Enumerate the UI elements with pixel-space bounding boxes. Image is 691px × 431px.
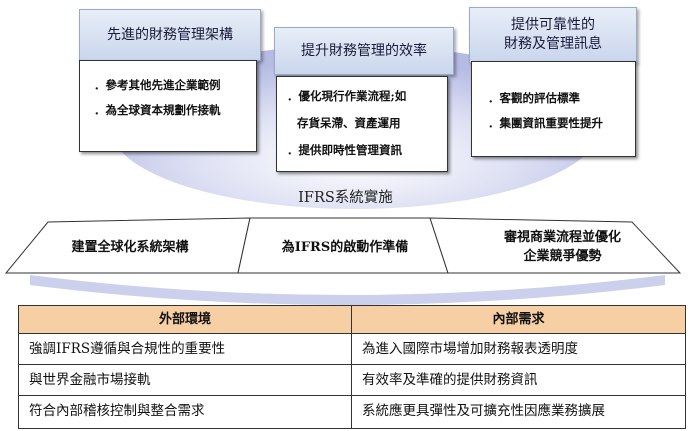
- tab-label: 提供可靠性的 財務及管理訊息: [504, 17, 602, 52]
- table-row: 與世界金融市場接軌: [19, 365, 351, 396]
- table-row: 系統應更具彈性及可擴充性因應業務擴展: [362, 403, 605, 419]
- bullet-item: ．優化現行作業流程;如: [287, 89, 407, 103]
- middle-item-global-architecture: 建置全球化系統架構: [71, 240, 189, 255]
- tab-advanced-financial-framework: 先進的財務管理架構: [79, 9, 261, 61]
- bullet-item: ．客觀的評估標準: [488, 91, 580, 105]
- bullet-item: ．提供即時性管理資訊: [287, 143, 402, 157]
- tab-label: 先進的財務管理架構: [107, 26, 233, 43]
- ifrs-implementation-label: IFRS系統實施: [298, 190, 393, 206]
- middle-item-business-process: 審視商業流程並優化 企業競爭優勢: [503, 230, 621, 264]
- table-row: 有效率及準確的提供財務資訊: [352, 365, 685, 396]
- table-row: 符合內部稽核控制與整合需求: [29, 403, 205, 419]
- box-advanced-framework: ．參考其他先進企業範例 ．為全球資本規劃作接軌: [79, 60, 257, 152]
- tab-improve-efficiency: 提升財務管理的效率: [274, 27, 454, 75]
- middle-item-ifrs-preparation: 為IFRS的啟動作準備: [281, 240, 409, 255]
- bullet-item: 存貨呆滯、資產運用: [297, 116, 401, 130]
- internal-needs-column: 內部需求 為進入國際市場增加財務報表透明度 有效率及準確的提供財務資訊 系統應更…: [352, 306, 685, 428]
- requirements-table: 外部環境 強調IFRS遵循與合規性的重要性 與世界金融市場接軌 符合內部稽核控制…: [18, 305, 686, 429]
- external-header: 外部環境: [19, 306, 351, 334]
- table-row: 為進入國際市場增加財務報表透明度: [352, 334, 685, 365]
- internal-header: 內部需求: [352, 306, 685, 334]
- box-reliable-info: ．客觀的評估標準 ．集團資訊重要性提升: [471, 61, 636, 157]
- bullet-item: ．參考其他先進企業範例: [94, 78, 221, 92]
- box-efficiency: ．優化現行作業流程;如 存貨呆滯、資產運用 ．提供即時性管理資訊: [276, 76, 448, 172]
- tab-reliable-information: 提供可靠性的 財務及管理訊息: [469, 7, 637, 63]
- bullet-item: ．集團資訊重要性提升: [488, 116, 603, 130]
- external-environment-column: 外部環境 強調IFRS遵循與合規性的重要性 與世界金融市場接軌 符合內部稽核控制…: [19, 306, 352, 428]
- table-row: 強調IFRS遵循與合規性的重要性: [19, 334, 351, 365]
- tab-label: 提升財務管理的效率: [301, 42, 427, 59]
- bullet-item: ．為全球資本規劃作接軌: [94, 103, 221, 117]
